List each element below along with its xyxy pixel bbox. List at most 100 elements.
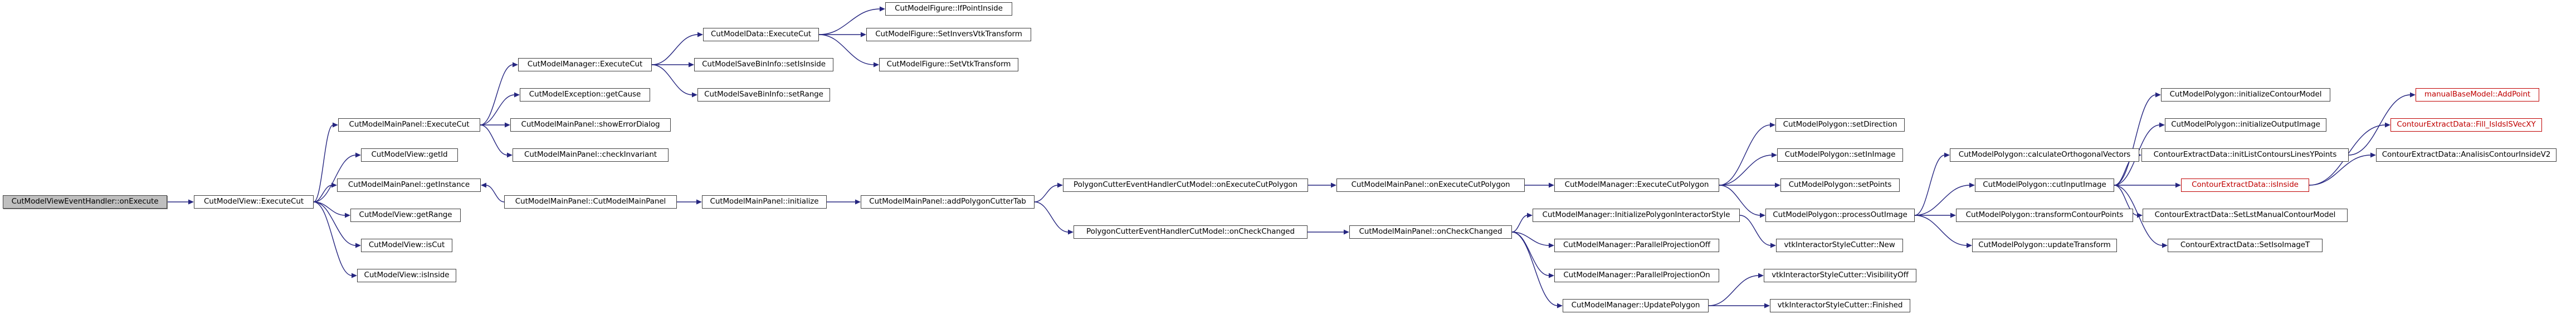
graph-node[interactable]: CutModelView::isCut	[361, 239, 452, 252]
graph-node[interactable]: CutModelMainPanel::addPolygonCutterTab	[861, 195, 1035, 209]
graph-node[interactable]: CutModelPolygon::setInImage	[1777, 148, 1903, 162]
graph-node[interactable]: CutModelPolygon::processOutImage	[1765, 209, 1915, 222]
graph-edge-arrowhead	[880, 6, 885, 12]
graph-edge	[480, 124, 508, 156]
graph-edge-arrowhead	[1969, 182, 1975, 188]
graph-node-root[interactable]: CutModelViewEventHandler::onExecute	[3, 195, 167, 209]
graph-node[interactable]: CutModelManager::UpdatePolygon	[1563, 299, 1709, 312]
graph-node[interactable]: CutModelManager::ParallelProjectionOn	[1554, 269, 1719, 282]
graph-node[interactable]: CutModelMainPanel::getInstance	[337, 179, 481, 192]
graph-edge	[313, 201, 357, 246]
graph-node[interactable]: CutModelPolygon::cutInputImage	[1975, 179, 2114, 192]
graph-node[interactable]: CutModelFigure::SetInversVtkTransform	[866, 28, 1031, 41]
graph-edge-arrowhead	[1758, 273, 1764, 278]
graph-node-label: ContourExtractData::SetLstManualContourM…	[2154, 210, 2336, 220]
graph-node[interactable]: CutModelView::getRange	[350, 209, 461, 222]
graph-node[interactable]: CutModelException::getCause	[520, 88, 650, 102]
graph-node-label: CutModelPolygon::processOutImage	[1773, 210, 1907, 220]
graph-node[interactable]: CutModelManager::ExecuteCutPolygon	[1554, 179, 1719, 192]
graph-node[interactable]: CutModelSaveBinInfo::setIsInside	[694, 58, 833, 71]
graph-node-label: CutModelManager::UpdatePolygon	[1571, 301, 1700, 310]
graph-node[interactable]: ContourExtractData::SetLstManualContourM…	[2143, 209, 2348, 222]
graph-node[interactable]: CutModelManager::ParallelProjectionOff	[1554, 239, 1719, 252]
graph-node[interactable]: CutModelMainPanel::ExecuteCut	[338, 118, 480, 132]
graph-node[interactable]: CutModelData::ExecuteCut	[703, 28, 819, 41]
graph-node-label: CutModelManager::ParallelProjectionOff	[1563, 240, 1711, 250]
graph-node-label: CutModelView::getRange	[359, 210, 452, 220]
graph-node-label: CutModelMainPanel::initialize	[710, 197, 819, 206]
graph-edge	[1719, 124, 1771, 186]
graph-edge	[1719, 155, 1773, 186]
graph-node-label: CutModelException::getCause	[529, 90, 641, 99]
graph-node[interactable]: CutModelPolygon::setDirection	[1775, 118, 1905, 132]
graph-edge-arrowhead	[1772, 152, 1777, 158]
graph-node-label: ContourExtractData::isInside	[2192, 180, 2299, 190]
graph-node[interactable]: CutModelPolygon::calculateOrthogonalVect…	[1950, 148, 2139, 162]
graph-node[interactable]: CutModelMainPanel::onCheckChanged	[1349, 225, 1512, 239]
graph-node[interactable]: CutModelPolygon::updateTransform	[1972, 239, 2117, 252]
graph-edge-arrowhead	[355, 243, 361, 248]
graph-node-label: CutModelPolygon::setPoints	[1788, 180, 1892, 190]
graph-node-label: PolygonCutterEventHandlerCutModel::onChe…	[1086, 227, 1295, 237]
graph-node[interactable]: CutModelView::getId	[361, 148, 458, 162]
graph-node[interactable]: vtkInteractorStyleCutter::Finished	[1770, 299, 1910, 312]
graph-edge-arrowhead	[1775, 182, 1780, 188]
graph-node[interactable]: ContourExtractData::AnalisisContourInsid…	[2376, 148, 2557, 162]
graph-edge-arrowhead	[481, 182, 486, 188]
graph-edge-arrowhead	[2155, 92, 2161, 98]
graph-node[interactable]: CutModelPolygon::setPoints	[1780, 179, 1900, 192]
graph-node-label: manualBaseModel::AddPoint	[2424, 90, 2531, 99]
graph-node[interactable]: CutModelMainPanel::CutModelMainPanel	[504, 195, 677, 209]
graph-node[interactable]: CutModelView::isInside	[357, 269, 456, 282]
graph-node-label: CutModelMainPanel::CutModelMainPanel	[515, 197, 666, 206]
graph-node[interactable]: ContourExtractData::SetIsoImageT	[2168, 239, 2323, 252]
graph-node[interactable]: CutModelMainPanel::showErrorDialog	[510, 118, 671, 132]
graph-node[interactable]: CutModelManager::InitializePolygonIntera…	[1533, 209, 1740, 222]
graph-node-label: CutModelPolygon::cutInputImage	[1983, 180, 2106, 190]
graph-node-label: vtkInteractorStyleCutter::VisibilityOff	[1772, 271, 1909, 280]
graph-edge-arrowhead	[514, 92, 520, 98]
graph-node[interactable]: CutModelMainPanel::initialize	[702, 195, 827, 209]
graph-node[interactable]: CutModelPolygon::initializeContourModel	[2161, 88, 2330, 102]
graph-node[interactable]: CutModelSaveBinInfo::setRange	[697, 88, 830, 102]
graph-edge-arrowhead	[331, 182, 337, 188]
graph-edge-arrowhead	[692, 92, 697, 98]
graph-node-label: CutModelView::isCut	[368, 240, 445, 250]
graph-node[interactable]: CutModelPolygon::transformContourPoints	[1956, 209, 2133, 222]
graph-node-label: CutModelPolygon::updateTransform	[1978, 240, 2111, 250]
graph-node[interactable]: ContourExtractData::Fill_IsIdsISVecXY	[2390, 118, 2542, 132]
graph-node[interactable]: vtkInteractorStyleCutter::New	[1776, 239, 1903, 252]
graph-node[interactable]: ContourExtractData::isInside	[2181, 179, 2309, 192]
graph-edge-arrowhead	[855, 199, 861, 205]
graph-node[interactable]: CutModelFigure::IfPointInside	[885, 2, 1012, 16]
graph-edge	[1034, 201, 1069, 233]
graph-node-label: ContourExtractData::AnalisisContourInsid…	[2382, 150, 2551, 160]
graph-edge-arrowhead	[2175, 182, 2181, 188]
graph-node-label: CutModelView::ExecuteCut	[203, 197, 304, 206]
graph-node-label: CutModelView::getId	[371, 150, 448, 160]
graph-node[interactable]: CutModelMainPanel::checkInvariant	[513, 148, 669, 162]
graph-node-label: ContourExtractData::Fill_IsIdsISVecXY	[2397, 120, 2536, 129]
graph-edge	[480, 64, 514, 126]
graph-node[interactable]: manualBaseModel::AddPoint	[2416, 88, 2539, 102]
graph-node-label: vtkInteractorStyleCutter::Finished	[1777, 301, 1903, 310]
graph-node[interactable]: ContourExtractData::initListContoursLine…	[2141, 148, 2349, 162]
graph-node[interactable]: CutModelManager::ExecuteCut	[518, 58, 652, 71]
graph-node[interactable]: CutModelPolygon::initializeOutputImage	[2165, 118, 2326, 132]
graph-node[interactable]: CutModelView::ExecuteCut	[194, 195, 314, 209]
graph-edge-arrowhead	[513, 62, 518, 67]
graph-edge-arrowhead	[352, 273, 357, 278]
graph-edge-arrowhead	[1760, 213, 1765, 218]
graph-node[interactable]: PolygonCutterEventHandlerCutModel::onChe…	[1074, 225, 1307, 239]
graph-node[interactable]: PolygonCutterEventHandlerCutModel::onExe…	[1063, 179, 1308, 192]
graph-edge-arrowhead	[2370, 152, 2376, 158]
graph-node[interactable]: CutModelMainPanel::onExecuteCutPolygon	[1336, 179, 1525, 192]
graph-node-label: CutModelPolygon::calculateOrthogonalVect…	[1958, 150, 2131, 160]
graph-node[interactable]: vtkInteractorStyleCutter::VisibilityOff	[1764, 269, 1916, 282]
graph-edge-arrowhead	[2137, 213, 2143, 218]
graph-edge-arrowhead	[2159, 122, 2165, 128]
graph-node-label: CutModelMainPanel::getInstance	[348, 180, 470, 190]
graph-edge-arrowhead	[874, 62, 879, 67]
graph-node[interactable]: CutModelFigure::SetVtkTransform	[879, 58, 1018, 71]
